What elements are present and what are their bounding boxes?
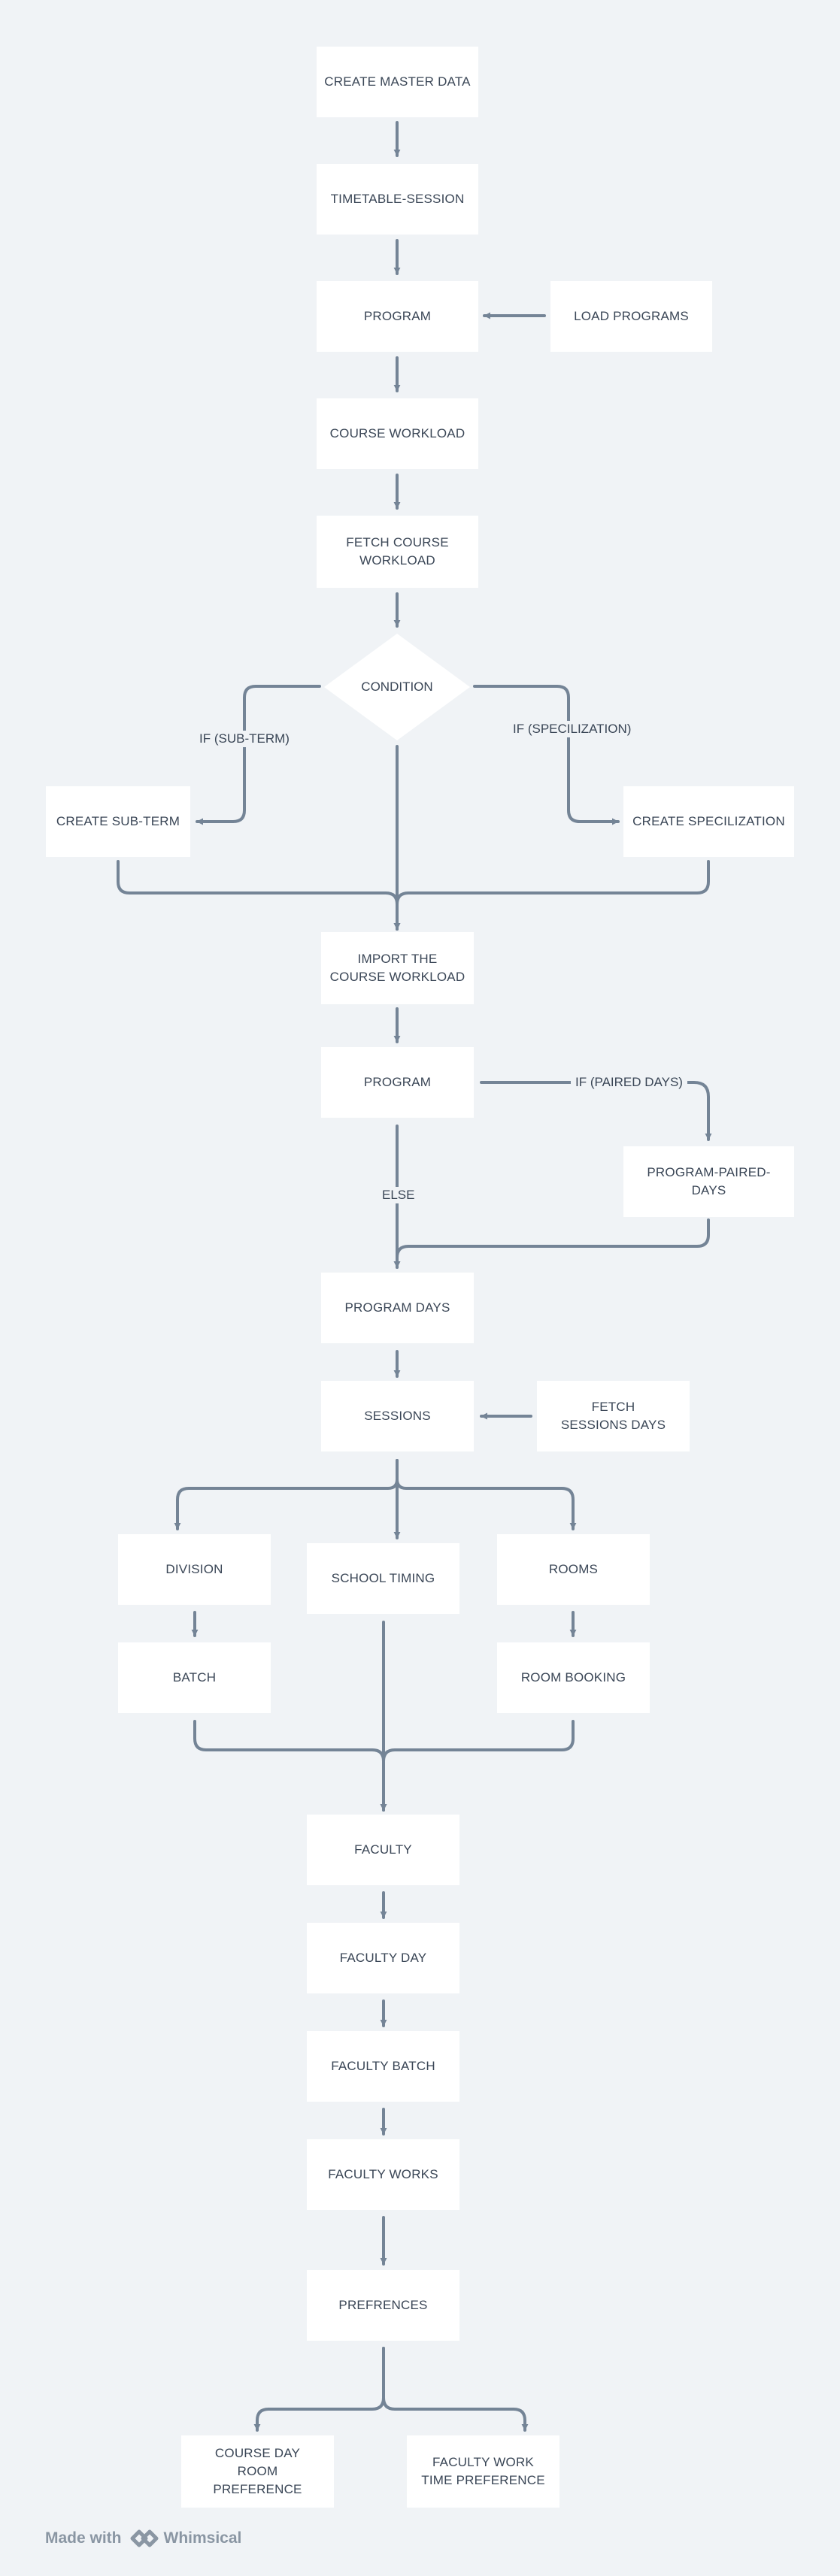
node-label: COURSE WORKLOAD bbox=[329, 426, 465, 440]
node-faculty-batch[interactable]: FACULTY BATCH bbox=[307, 2031, 459, 2102]
edge-sessions-to-rooms bbox=[396, 1459, 577, 1530]
node-load-programs[interactable]: LOAD PROGRAMS bbox=[550, 281, 712, 352]
edge-batch-to-faculty bbox=[193, 1720, 387, 1812]
node-school-timing[interactable]: SCHOOL TIMING bbox=[307, 1543, 459, 1614]
edge-sub-term-to-import bbox=[117, 860, 401, 931]
node-label: FACULTY BATCH bbox=[331, 2059, 435, 2073]
node-label: BATCH bbox=[172, 1670, 217, 1685]
node-course-day-room-preference[interactable]: COURSE DAY ROOM PREFERENCE bbox=[181, 2435, 334, 2508]
node-label: FACULTY WORK TIME PREFERENCE bbox=[421, 2455, 545, 2487]
node-rooms[interactable]: ROOMS bbox=[497, 1534, 650, 1605]
diamond-shape bbox=[324, 634, 470, 740]
edge-label-else: ELSE bbox=[378, 1187, 420, 1203]
node-label: COURSE DAY ROOM PREFERENCE bbox=[213, 2446, 302, 2496]
edge-prefrences-to-course-day-room bbox=[253, 2347, 385, 2432]
node-create-sub-term[interactable]: CREATE SUB-TERM bbox=[46, 786, 190, 857]
node-batch[interactable]: BATCH bbox=[118, 1642, 271, 1713]
node-label: PROGRAM-PAIRED-DAYS bbox=[647, 1165, 771, 1197]
edge-specilization-to-import bbox=[393, 860, 710, 931]
node-program-days[interactable]: PROGRAM DAYS bbox=[321, 1273, 474, 1343]
node-program-1[interactable]: PROGRAM bbox=[317, 281, 478, 352]
node-program-paired-days[interactable]: PROGRAM-PAIRED-DAYS bbox=[623, 1146, 794, 1217]
edge-room-booking-to-faculty bbox=[380, 1720, 575, 1812]
node-timetable-session[interactable]: TIMETABLE-SESSION bbox=[317, 164, 478, 235]
node-course-workload[interactable]: COURSE WORKLOAD bbox=[317, 398, 478, 469]
edge-label-if-sub-term: IF (SUB-TERM) bbox=[195, 731, 294, 747]
node-label: SCHOOL TIMING bbox=[331, 1571, 435, 1585]
node-create-master-data[interactable]: CREATE MASTER DATA bbox=[317, 47, 478, 117]
node-label: ROOM BOOKING bbox=[520, 1670, 626, 1685]
node-label: CREATE MASTER DATA bbox=[324, 74, 471, 89]
node-label: PREFRENCES bbox=[338, 2298, 428, 2312]
made-with-whimsical-footer[interactable]: Made with Whimsical bbox=[45, 2529, 241, 2548]
made-with-label: Made with bbox=[45, 2529, 122, 2547]
node-condition[interactable]: CONDITION bbox=[324, 634, 470, 740]
node-label: ROOMS bbox=[548, 1562, 599, 1576]
node-label: CONDITION bbox=[361, 680, 433, 694]
node-faculty[interactable]: FACULTY bbox=[307, 1815, 459, 1885]
node-room-booking[interactable]: ROOM BOOKING bbox=[497, 1642, 650, 1713]
node-label: TIMETABLE-SESSION bbox=[330, 192, 465, 206]
edge-sessions-to-division bbox=[174, 1459, 399, 1530]
node-label: SESSIONS bbox=[364, 1409, 431, 1423]
node-fetch-sessions-days[interactable]: FETCH SESSIONS DAYS bbox=[537, 1381, 690, 1451]
node-label: CREATE SUB-TERM bbox=[56, 814, 180, 828]
edge-condition-specilization bbox=[473, 685, 620, 825]
node-label: IMPORT THE COURSE WORKLOAD bbox=[329, 952, 465, 984]
node-label: FACULTY WORKS bbox=[328, 2167, 438, 2181]
node-fetch-course-workload[interactable]: FETCH COURSE WORKLOAD bbox=[317, 516, 478, 588]
node-faculty-work-time-preference[interactable]: FACULTY WORK TIME PREFERENCE bbox=[407, 2435, 559, 2508]
node-label: FETCH COURSE WORKLOAD bbox=[346, 535, 449, 568]
node-prefrences[interactable]: PREFRENCES bbox=[307, 2270, 459, 2341]
node-label: DIVISION bbox=[165, 1562, 223, 1576]
whimsical-logo-icon bbox=[130, 2529, 159, 2547]
node-division[interactable]: DIVISION bbox=[118, 1534, 271, 1605]
node-faculty-works[interactable]: FACULTY WORKS bbox=[307, 2139, 459, 2210]
node-program-2[interactable]: PROGRAM bbox=[321, 1047, 474, 1118]
node-label: PROGRAM DAYS bbox=[344, 1300, 450, 1315]
node-faculty-day[interactable]: FACULTY DAY bbox=[307, 1923, 459, 1993]
node-create-specilization[interactable]: CREATE SPECILIZATION bbox=[623, 786, 794, 857]
node-label: LOAD PROGRAMS bbox=[574, 309, 689, 323]
node-label: CREATE SPECILIZATION bbox=[632, 814, 785, 828]
edge-program-paired-days bbox=[480, 1081, 712, 1141]
edge-label-if-paired-days: IF (PAIRED DAYS) bbox=[571, 1074, 687, 1091]
edge-paired-days-to-program-days bbox=[393, 1218, 710, 1269]
node-sessions[interactable]: SESSIONS bbox=[321, 1381, 474, 1451]
edge-prefrences-to-faculty-work-time bbox=[382, 2347, 529, 2432]
node-import-course-workload[interactable]: IMPORT THE COURSE WORKLOAD bbox=[321, 932, 474, 1004]
edge-condition-sub-term bbox=[196, 685, 321, 825]
node-label: PROGRAM bbox=[363, 1075, 432, 1089]
node-label: PROGRAM bbox=[363, 309, 432, 323]
node-label: FETCH SESSIONS DAYS bbox=[560, 1400, 666, 1432]
node-label: FACULTY DAY bbox=[339, 1951, 427, 1965]
whimsical-brand-label: Whimsical bbox=[163, 2529, 242, 2547]
edge-label-if-specilization: IF (SPECILIZATION) bbox=[508, 721, 636, 737]
node-label: FACULTY bbox=[354, 1842, 412, 1857]
